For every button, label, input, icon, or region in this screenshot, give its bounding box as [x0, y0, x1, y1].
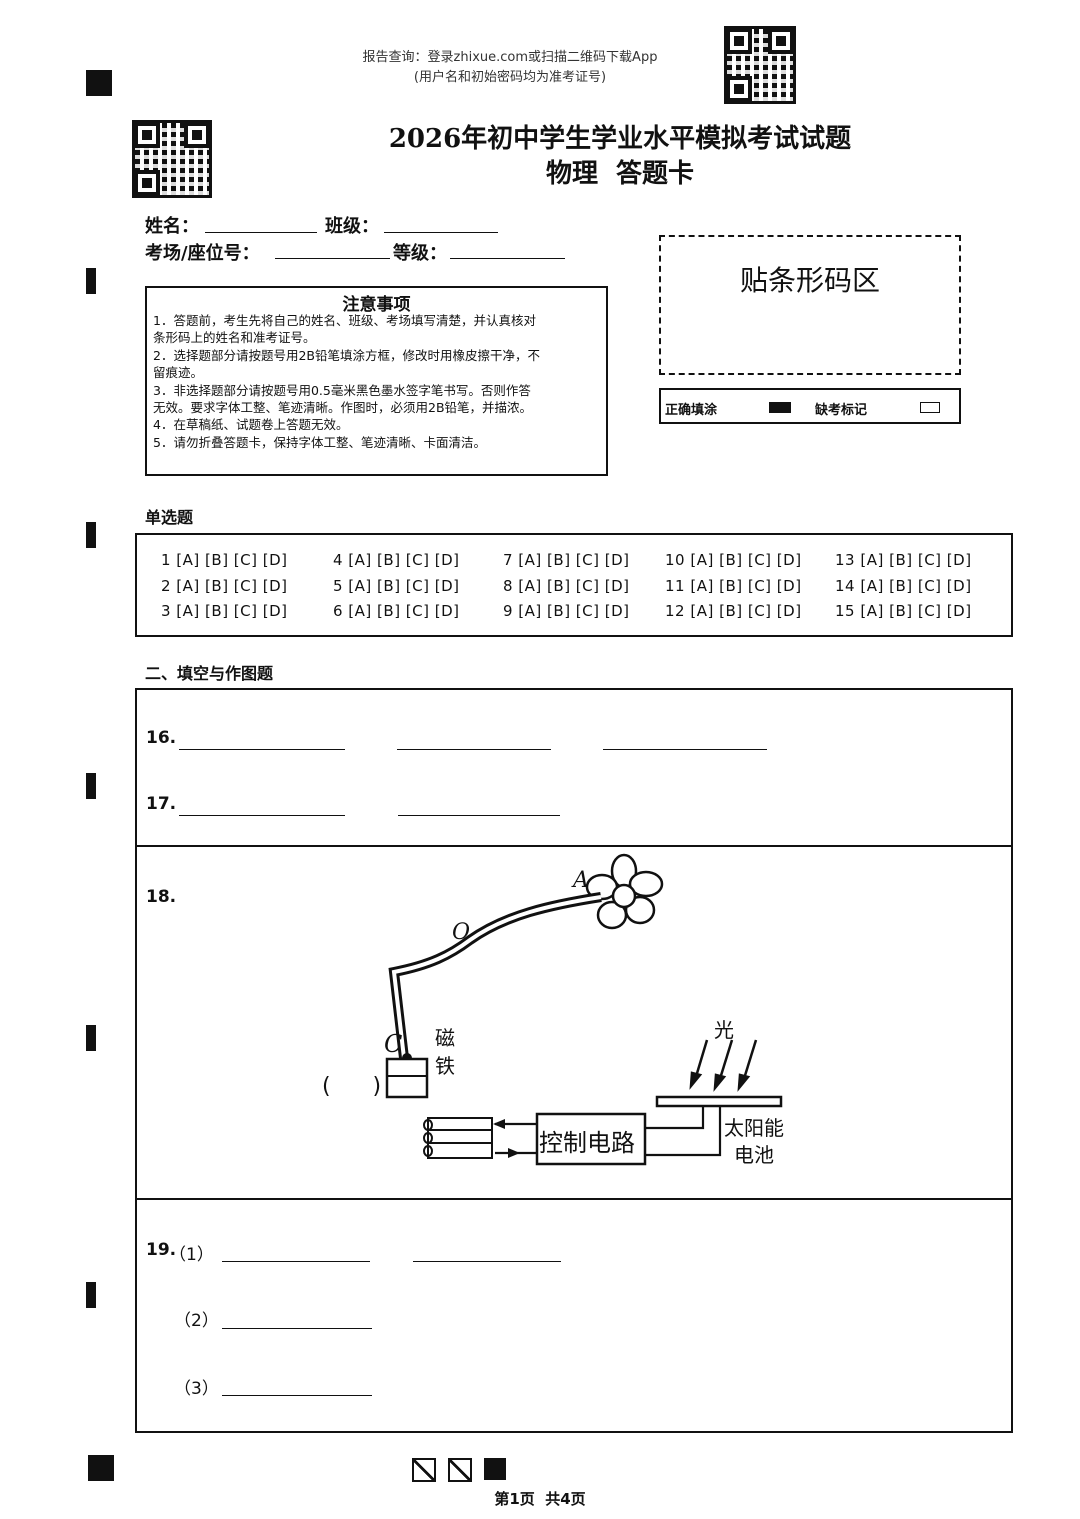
- download-info: 报告查询：登录zhixue.com或扫描二维码下载App (用户名和初始密码均为…: [340, 48, 680, 88]
- solar-cell-label-1: 太阳能: [724, 1116, 784, 1140]
- light-arrows: [689, 1039, 758, 1092]
- grade-field[interactable]: [450, 258, 565, 259]
- q19-part-3-label: （3）: [174, 1379, 219, 1399]
- section2-title: 二、填空与作图题: [145, 664, 274, 683]
- answer-block-19: 19. （1） （2） （3）: [135, 1198, 1013, 1433]
- exam-subtitle: 物理 答题卡: [545, 159, 695, 189]
- question-19-label: 19.: [146, 1240, 177, 1260]
- choice-question[interactable]: 13 [A] [B] [C] [D]: [835, 551, 972, 569]
- question-16-label: 16.: [146, 728, 177, 748]
- page-number: 第1页 共4页: [494, 1490, 586, 1508]
- note-line: 无效。要求字体工整、笔迹清晰。作图时，必须用2B铅笔，并描浓。: [153, 400, 533, 416]
- coil-icon: [423, 1117, 493, 1159]
- q19-1-blank-2[interactable]: [413, 1261, 561, 1262]
- absent-mark-label: 缺考标记: [815, 403, 868, 418]
- correct-fill-sample-icon: [769, 402, 791, 413]
- section1-title: 单选题: [145, 508, 194, 527]
- point-c-label: C: [384, 1030, 403, 1058]
- seat-field[interactable]: [275, 258, 390, 259]
- choice-question[interactable]: 2 [A] [B] [C] [D]: [161, 577, 288, 595]
- note-line: 条形码上的姓名和准考证号。: [153, 330, 316, 346]
- timing-mark: [86, 70, 112, 96]
- flower-icon: [585, 853, 664, 930]
- page-mark-box: [412, 1458, 436, 1482]
- timing-mark: [86, 1282, 96, 1308]
- page-mark-filled: [484, 1458, 506, 1480]
- note-line: 留痕迹。: [153, 365, 204, 381]
- choice-question[interactable]: 3 [A] [B] [C] [D]: [161, 602, 288, 620]
- qr-code-left: [132, 120, 212, 198]
- lever-rod: [388, 892, 602, 1059]
- timing-mark: [86, 1025, 96, 1051]
- barcode-area-label: 贴条形码区: [739, 264, 880, 297]
- name-field[interactable]: [205, 232, 317, 233]
- class-field[interactable]: [384, 232, 498, 233]
- timing-mark: [88, 1455, 114, 1481]
- name-label: 姓名：: [145, 216, 199, 237]
- choice-grid: 1 [A] [B] [C] [D] 2 [A] [B] [C] [D] 3 [A…: [135, 533, 1013, 637]
- absent-mark-box-icon[interactable]: [920, 402, 940, 413]
- magnet-label-2: 铁: [435, 1054, 455, 1078]
- note-line: 4．在草稿纸、试题卷上答题无效。: [153, 417, 349, 433]
- solar-panel: [655, 1095, 783, 1108]
- q17-blank-1[interactable]: [179, 815, 345, 816]
- point-a-label: A: [573, 868, 589, 893]
- grade-label: 等级：: [393, 243, 447, 264]
- control-circuit-box: [535, 1112, 647, 1166]
- choice-question[interactable]: 7 [A] [B] [C] [D]: [503, 551, 630, 569]
- page-mark-box: [448, 1458, 472, 1482]
- correct-fill-label: 正确填涂: [665, 403, 718, 418]
- q19-1-blank-1[interactable]: [222, 1261, 370, 1262]
- note-line: 5．请勿折叠答题卡，保持字体工整、笔迹清晰、卡面清洁。: [153, 434, 486, 450]
- choice-question[interactable]: 8 [A] [B] [C] [D]: [503, 577, 630, 595]
- q19-3-blank[interactable]: [222, 1395, 372, 1396]
- exam-title: 2026年初中学生学业水平模拟考试试题: [388, 124, 852, 154]
- notes-title: 注意事项: [342, 295, 411, 315]
- fill-legend: 正确填涂 缺考标记: [659, 388, 961, 424]
- light-label: 光: [714, 1018, 734, 1042]
- choice-question[interactable]: 15 [A] [B] [C] [D]: [835, 602, 972, 620]
- choice-question[interactable]: 10 [A] [B] [C] [D]: [665, 551, 802, 569]
- control-circuit-label: 控制电路: [539, 1129, 635, 1157]
- question-17-label: 17.: [146, 794, 177, 814]
- notes-box: 注意事项 1．答题前，考生先将自己的姓名、班级、考场填写清楚，并认真核对 条形码…: [145, 286, 608, 476]
- note-line: 1．答题前，考生先将自己的姓名、班级、考场填写清楚，并认真核对: [153, 313, 536, 328]
- magnet-block: [385, 1057, 429, 1099]
- q19-part-2-label: （2）: [174, 1311, 219, 1331]
- barcode-area: 贴条形码区: [659, 235, 961, 375]
- note-line: 3．非选择题部分请按题号用0.5毫米黑色墨水签字笔书写。否则作答: [153, 382, 531, 398]
- qr-code-top-right: [724, 26, 796, 104]
- note-line: 2．选择题部分请按题号用2B铅笔填涂方框，修改时用橡皮擦干净，不: [153, 347, 540, 363]
- timing-mark: [86, 522, 96, 548]
- q16-blank-1[interactable]: [179, 749, 345, 750]
- choice-question[interactable]: 4 [A] [B] [C] [D]: [333, 551, 460, 569]
- q17-blank-2[interactable]: [398, 815, 560, 816]
- seat-label: 考场/座位号：: [145, 243, 260, 264]
- pole-answer-bracket[interactable]: ( ): [322, 1074, 382, 1099]
- choice-question[interactable]: 12 [A] [B] [C] [D]: [665, 602, 802, 620]
- choice-question[interactable]: 14 [A] [B] [C] [D]: [835, 577, 972, 595]
- timing-mark: [86, 773, 96, 799]
- choice-question[interactable]: 9 [A] [B] [C] [D]: [503, 602, 630, 620]
- notes-list: 1．答题前，考生先将自己的姓名、班级、考场填写清楚，并认真核对 条形码上的姓名和…: [153, 312, 603, 451]
- question-18-label: 18.: [146, 887, 177, 907]
- download-line-1: 报告查询：登录zhixue.com或扫描二维码下载App: [362, 50, 658, 65]
- class-label: 班级：: [325, 216, 379, 237]
- download-line-2: (用户名和初始密码均为准考证号): [413, 70, 607, 85]
- solar-cell-label-2: 电池: [734, 1143, 774, 1167]
- choice-question[interactable]: 11 [A] [B] [C] [D]: [665, 577, 802, 595]
- choice-question[interactable]: 1 [A] [B] [C] [D]: [161, 551, 288, 569]
- lever-rod-inner: [391, 895, 602, 1059]
- magnet-label-1: 磁: [435, 1026, 455, 1050]
- choice-question[interactable]: 6 [A] [B] [C] [D]: [333, 602, 460, 620]
- q19-2-blank[interactable]: [222, 1328, 372, 1329]
- q19-part-1-label: （1）: [169, 1245, 214, 1265]
- q16-blank-3[interactable]: [603, 749, 767, 750]
- point-o-label: O: [452, 920, 471, 945]
- q16-blank-2[interactable]: [397, 749, 551, 750]
- timing-mark: [86, 268, 96, 294]
- choice-question[interactable]: 5 [A] [B] [C] [D]: [333, 577, 460, 595]
